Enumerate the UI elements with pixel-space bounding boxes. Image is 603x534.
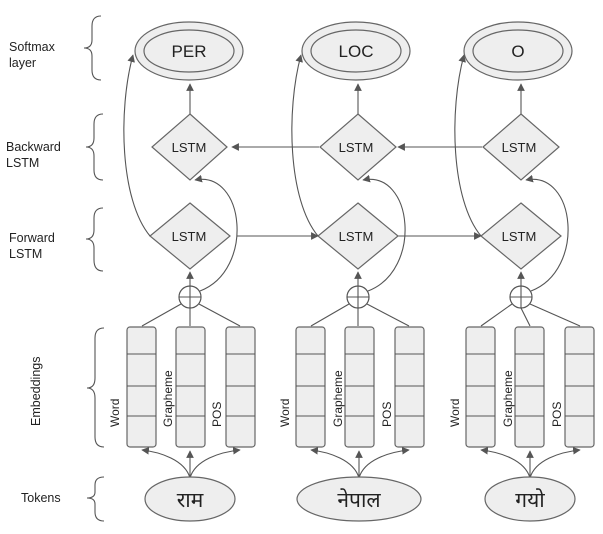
embedding-pos-link [366, 303, 410, 327]
grapheme-label: Grapheme [161, 370, 175, 427]
embedding-grapheme-link [520, 307, 531, 327]
backward-label-line2: LSTM [6, 156, 39, 170]
embedding-word [126, 326, 157, 448]
forward-to-output-arrow [291, 54, 319, 237]
token-to-word-arrow [141, 446, 191, 479]
forward-lstm-label: LSTM [339, 229, 374, 244]
forward-label-line2: LSTM [9, 247, 42, 261]
token-ellipse [484, 476, 576, 522]
backward-lstm-label: LSTM [172, 140, 207, 155]
embedding-word-link [310, 303, 350, 327]
chain-connections [231, 143, 482, 240]
forward-brace [85, 207, 104, 272]
backward-lstm-label: LSTM [339, 140, 374, 155]
embeddings-label: Embeddings [29, 357, 43, 427]
embedding-word [465, 326, 496, 448]
embedding-word-link [141, 303, 182, 327]
softmax-brace [83, 15, 102, 81]
softmax-label-line2: layer [9, 56, 36, 70]
concat-to-backward-arrow [194, 174, 238, 292]
token-to-pos-arrow [529, 446, 581, 479]
word-label: Word [278, 399, 292, 427]
forward-label-line1: Forward [9, 231, 55, 245]
layer-braces [83, 15, 105, 522]
backward-brace [85, 113, 104, 181]
tokens-label: Tokens [21, 491, 61, 505]
forward-lstm-node [480, 202, 562, 270]
concat-to-backward-arrow [525, 174, 569, 292]
forward-lstm-node [149, 202, 231, 270]
concat-to-backward-arrow [362, 174, 406, 292]
tokens-brace [86, 476, 105, 522]
token-to-pos-arrow [358, 446, 410, 479]
token-ellipse [296, 476, 422, 522]
forward-lstm-label: LSTM [502, 229, 537, 244]
output-ellipse-inner [143, 29, 235, 73]
backward-label-line1: Backward [6, 140, 61, 154]
forward-lstm-label: LSTM [172, 229, 207, 244]
token-to-pos-arrow [189, 446, 241, 479]
embedding-grapheme [344, 326, 375, 448]
backward-lstm-label: LSTM [502, 140, 537, 155]
pos-label: POS [380, 402, 394, 427]
embeddings-brace [86, 327, 105, 448]
backward-lstm-node [151, 113, 228, 181]
grapheme-label: Grapheme [331, 370, 345, 427]
embedding-grapheme [175, 326, 206, 448]
token-to-word-arrow [310, 446, 360, 479]
output-label-loc: LOC [339, 42, 374, 61]
column-2: LOC LSTM LSTM Word Grapheme POS नेपाल [278, 21, 425, 522]
embedding-word-link [480, 303, 513, 327]
output-ellipse-inner [472, 29, 564, 73]
backward-lstm-node [319, 113, 397, 181]
forward-to-output-arrow [123, 54, 151, 237]
embedding-pos [225, 326, 256, 448]
embedding-pos [564, 326, 595, 448]
embedding-pos-link [198, 303, 241, 327]
embedding-pos [394, 326, 425, 448]
word-label: Word [448, 399, 462, 427]
output-label-o: O [511, 42, 524, 61]
backward-lstm-node [482, 113, 560, 181]
layer-labels: Softmax layer Backward LSTM Forward LSTM… [6, 40, 61, 505]
token-text: नेपाल [337, 488, 381, 512]
output-label-per: PER [172, 42, 207, 61]
forward-lstm-node [317, 202, 399, 270]
token-to-word-arrow [480, 446, 531, 479]
embedding-word [295, 326, 326, 448]
column-1: PER LSTM LSTM Word Grapheme POS राम [108, 21, 256, 522]
embedding-grapheme [514, 326, 545, 448]
softmax-label-line1: Softmax [9, 40, 56, 54]
pos-label: POS [550, 402, 564, 427]
forward-to-output-arrow [454, 54, 482, 237]
token-ellipse [144, 476, 236, 522]
token-text: राम [177, 488, 204, 512]
grapheme-label: Grapheme [501, 370, 515, 427]
token-text: गयो [515, 488, 545, 512]
word-label: Word [108, 399, 122, 427]
pos-label: POS [210, 402, 224, 427]
embedding-pos-link [529, 303, 581, 327]
column-3: O LSTM LSTM Word Grapheme POS गयो [448, 21, 595, 522]
output-ellipse-inner [310, 29, 402, 73]
